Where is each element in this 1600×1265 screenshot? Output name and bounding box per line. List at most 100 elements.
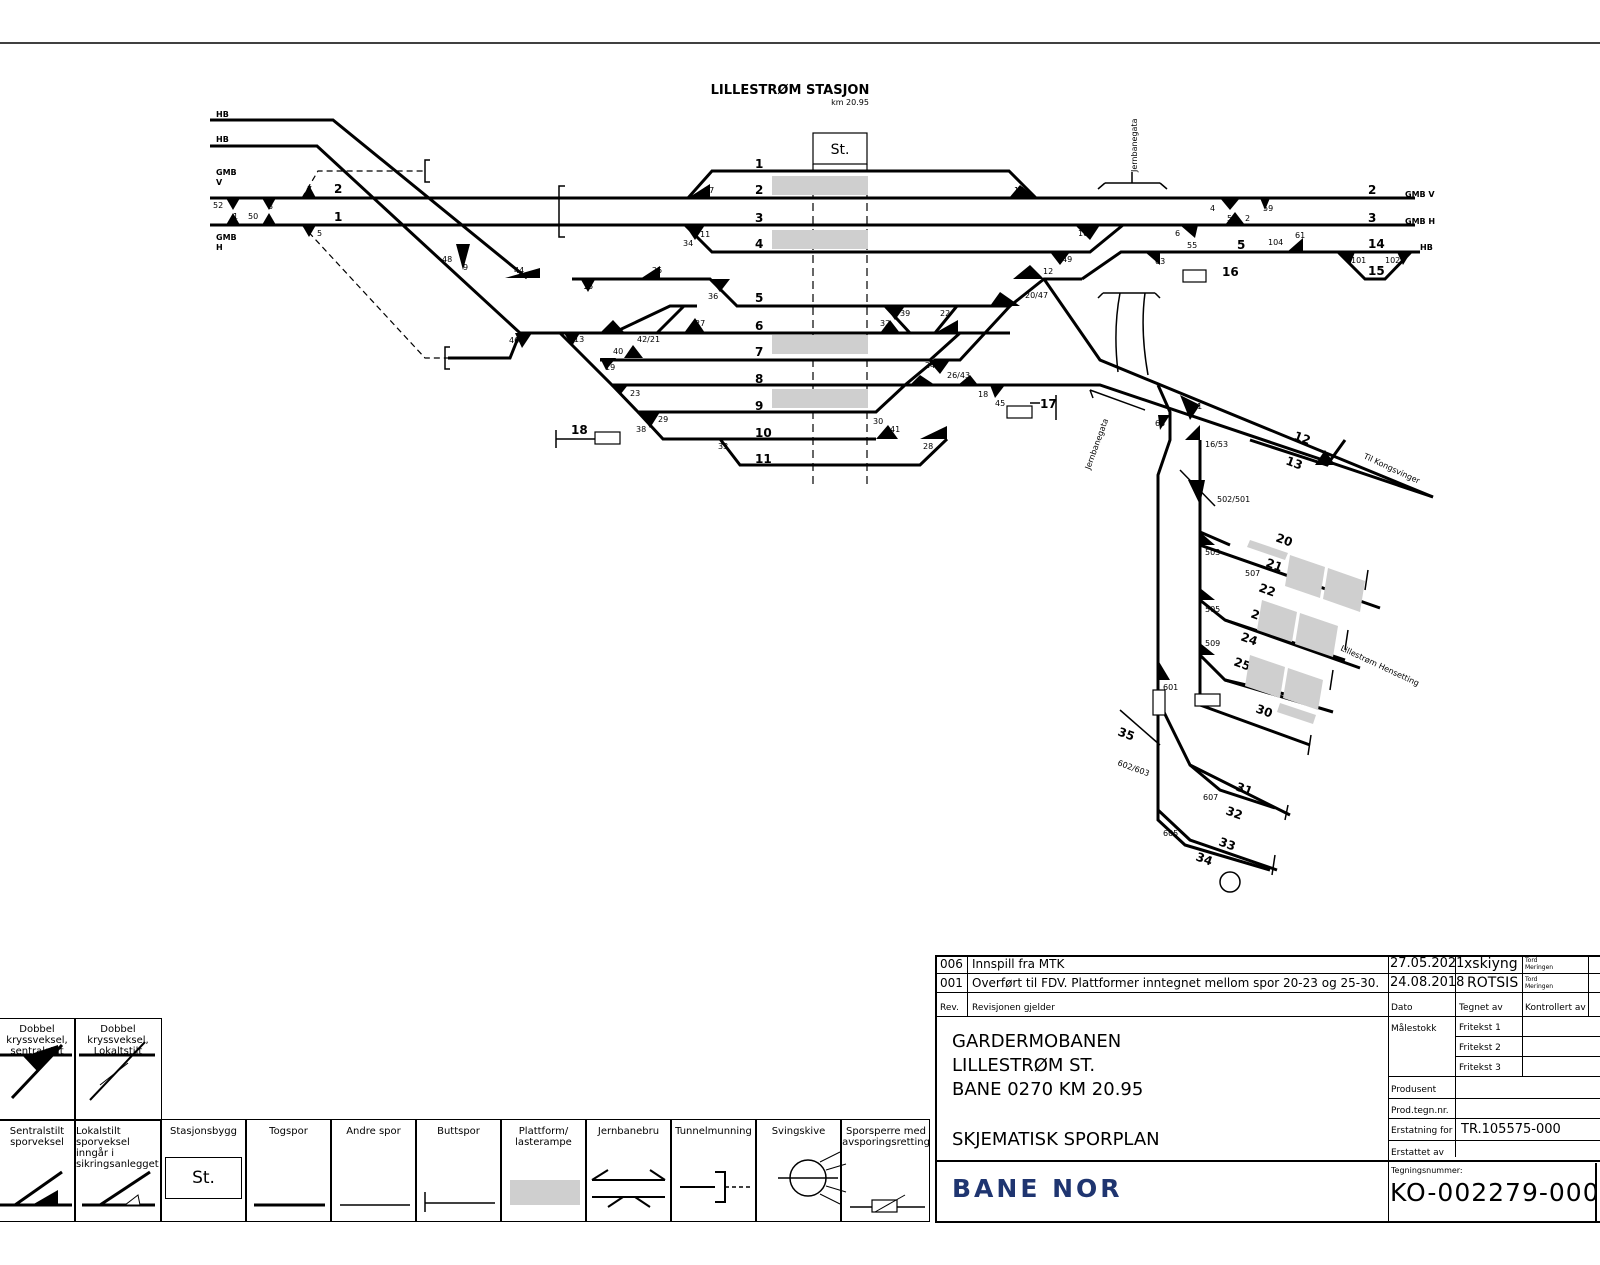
svg-text:GMB: GMB <box>216 233 237 242</box>
legend-label: Svingskive <box>771 1126 826 1137</box>
svg-text:4: 4 <box>755 237 763 251</box>
tegningsnummer: KO-002279-000 <box>1390 1178 1600 1207</box>
svg-text:GMB: GMB <box>216 168 237 177</box>
legend-label: Lokalstilt sporveksel inngår i sikringsa… <box>76 1126 159 1170</box>
svg-text:40: 40 <box>613 347 623 356</box>
svg-text:46: 46 <box>509 336 519 345</box>
station-building <box>812 132 868 165</box>
legend-label: Plattform/ lasterampe <box>515 1126 572 1148</box>
svg-text:38: 38 <box>636 425 646 434</box>
erstattet-av-label: Erstattet av <box>1391 1148 1444 1158</box>
header-checked: Kontrollert av <box>1525 1003 1586 1013</box>
svg-text:502/501: 502/501 <box>1217 495 1250 504</box>
svg-text:3: 3 <box>755 211 763 225</box>
svg-text:HB: HB <box>216 110 229 119</box>
svg-text:30: 30 <box>1254 702 1274 721</box>
svg-text:3: 3 <box>1368 211 1376 225</box>
bane-nor-logo: BANE NOR <box>952 1174 1123 1203</box>
svg-text:8: 8 <box>755 372 763 386</box>
svg-text:65: 65 <box>1155 419 1165 428</box>
svg-text:2: 2 <box>1368 183 1376 197</box>
tegningsnummer-label: Tegningsnummer: <box>1391 1166 1463 1175</box>
erstatning-for-label: Erstatning for <box>1391 1126 1453 1136</box>
svg-text:41: 41 <box>890 425 900 434</box>
malestokk-label: Målestokk <box>1391 1024 1437 1034</box>
svg-text:6: 6 <box>1175 229 1180 238</box>
svg-text:14: 14 <box>1368 237 1385 251</box>
svg-text:27: 27 <box>695 319 705 328</box>
svg-text:605: 605 <box>1163 829 1178 838</box>
svg-text:16/53: 16/53 <box>1205 440 1228 449</box>
svg-text:30: 30 <box>873 417 883 426</box>
legend-cell <box>160 1119 247 1222</box>
legend-cell <box>585 1119 672 1222</box>
svg-text:5: 5 <box>1237 238 1245 252</box>
svg-text:24: 24 <box>925 361 935 370</box>
svg-text:15: 15 <box>583 282 593 291</box>
legend-label: Dobbel kryssveksel, Lokaltstilt <box>87 1024 149 1057</box>
svg-text:57: 57 <box>1227 214 1237 223</box>
svg-text:GMB H: GMB H <box>1405 217 1435 226</box>
svg-text:101: 101 <box>1351 256 1366 265</box>
svg-text:7: 7 <box>307 185 312 194</box>
rev-drawn: xskiyng <box>1464 956 1518 972</box>
svg-text:17: 17 <box>1040 397 1057 411</box>
legend-cell <box>0 1119 76 1222</box>
svg-text:31: 31 <box>1234 780 1254 799</box>
rev-checked: Tord Meringen <box>1525 957 1554 971</box>
svg-text:39: 39 <box>900 309 910 318</box>
svg-text:505: 505 <box>1205 605 1220 614</box>
svg-text:42/21: 42/21 <box>637 335 660 344</box>
svg-text:503: 503 <box>1205 548 1220 557</box>
header-text: Revisjonen gjelder <box>972 1003 1055 1013</box>
svg-text:6: 6 <box>755 319 763 333</box>
svg-text:28: 28 <box>923 442 933 451</box>
svg-text:601: 601 <box>1163 683 1178 692</box>
svg-text:34: 34 <box>1194 850 1214 869</box>
rev-text: Innspill fra MTK <box>972 957 1065 971</box>
svg-text:18: 18 <box>978 390 988 399</box>
legend-cell <box>0 1018 76 1121</box>
rev-number: 001 <box>940 976 963 990</box>
svg-text:51: 51 <box>1192 402 1202 411</box>
svg-text:34: 34 <box>683 239 693 248</box>
legend-label: Jernbanebru <box>597 1126 660 1137</box>
svg-text:9: 9 <box>463 263 468 272</box>
svg-text:5: 5 <box>317 229 322 238</box>
legend-cell <box>245 1119 332 1222</box>
svg-text:507: 507 <box>1245 569 1260 578</box>
fritekst-label: Fritekst 2 <box>1459 1043 1501 1053</box>
header-date: Dato <box>1391 1003 1413 1013</box>
svg-text:29: 29 <box>658 415 668 424</box>
svg-text:15: 15 <box>1368 264 1385 278</box>
svg-text:7: 7 <box>755 345 763 359</box>
legend-cell <box>330 1119 417 1222</box>
svg-text:22: 22 <box>1257 581 1277 600</box>
rev-drawn: ROTSIS <box>1467 975 1519 991</box>
svg-text:10: 10 <box>755 426 772 440</box>
svg-text:HB: HB <box>216 135 229 144</box>
svg-text:26/43: 26/43 <box>947 371 970 380</box>
svg-text:1: 1 <box>755 157 763 171</box>
svg-text:45: 45 <box>995 399 1005 408</box>
drawing-title: SKJEMATISK SPORPLAN <box>952 1129 1160 1150</box>
svg-text:24: 24 <box>1239 630 1259 649</box>
rev-checked: Tord Meringen <box>1525 976 1554 990</box>
rev-text: Overført til FDV. Plattformer inntegnet … <box>972 976 1380 990</box>
legend-cell <box>500 1119 587 1222</box>
svg-text:59: 59 <box>1263 204 1273 213</box>
legend-label: Andre spor <box>346 1126 401 1137</box>
svg-text:10: 10 <box>1078 229 1088 238</box>
svg-text:H: H <box>216 243 223 252</box>
svg-text:61: 61 <box>1295 231 1305 240</box>
svg-text:44: 44 <box>514 266 524 275</box>
erstatning-for-value: TR.105575-000 <box>1461 1122 1561 1137</box>
svg-text:18: 18 <box>571 423 588 437</box>
svg-text:2: 2 <box>1245 214 1250 223</box>
project-line: BANE 0270 KM 20.95 <box>952 1079 1144 1100</box>
svg-text:1: 1 <box>334 210 342 224</box>
svg-text:102: 102 <box>1385 256 1400 265</box>
svg-text:607: 607 <box>1203 793 1218 802</box>
